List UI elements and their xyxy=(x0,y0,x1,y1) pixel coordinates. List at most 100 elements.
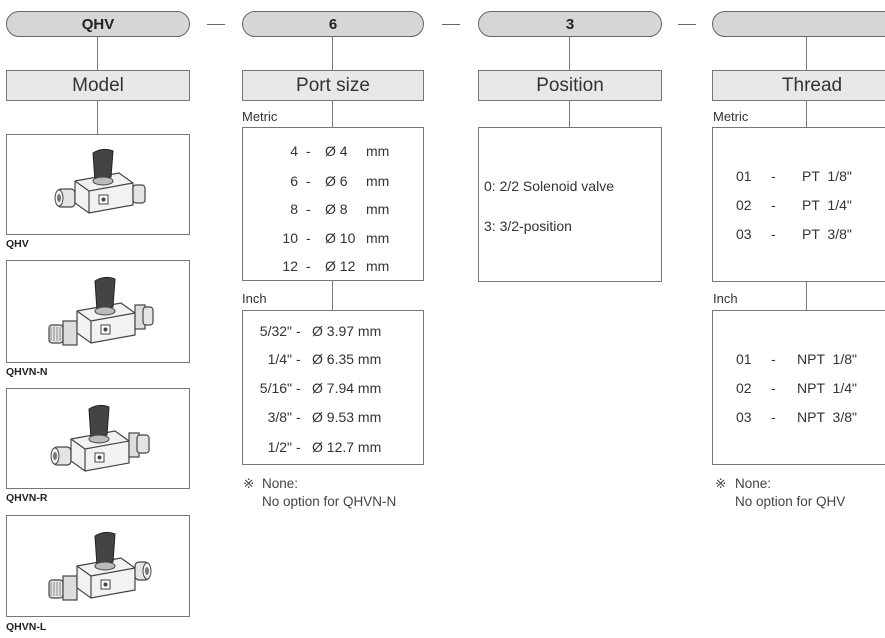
separator-dash xyxy=(207,24,225,25)
model-caption: QHV xyxy=(6,238,29,250)
thread-inch-box xyxy=(712,310,885,465)
code-model: QHV xyxy=(81,15,115,33)
code-port-size: 6 xyxy=(328,15,338,33)
valve-male-left-icon xyxy=(48,531,152,601)
connector-line xyxy=(806,37,807,70)
port-metric-code: 12 xyxy=(282,258,298,274)
port-metric-unit: mm xyxy=(366,173,390,189)
thread-metric-label: Metric xyxy=(713,109,749,124)
port-inch-value: Ø 6.35 mm xyxy=(312,351,382,367)
thread-inch-code: 03 xyxy=(736,409,752,425)
connector-line xyxy=(97,37,98,70)
thread-metric-sep: - xyxy=(771,168,776,184)
thread-metric-sep: - xyxy=(771,226,776,242)
thread-metric-value: PT 1/8" xyxy=(802,168,852,184)
port-inch-box xyxy=(242,310,424,465)
port-metric-value: Ø 6 xyxy=(325,173,348,189)
valve-male-right-icon xyxy=(50,404,150,472)
port-metric-sep: - xyxy=(306,143,311,159)
port-inch-code: 5/16" xyxy=(259,380,292,396)
thread-metric-value: PT 3/8" xyxy=(802,226,852,242)
connector-line xyxy=(806,101,807,127)
port-metric-value: Ø 12 xyxy=(325,258,356,274)
header-position-label: Position xyxy=(536,74,604,96)
port-inch-value: Ø 3.97 mm xyxy=(312,323,382,339)
header-port-size: Port size xyxy=(242,70,424,101)
port-note-text: No option for QHVN-N xyxy=(262,494,397,509)
header-thread-label: Thread xyxy=(781,74,843,96)
port-inch-value: Ø 9.53 mm xyxy=(312,409,382,425)
separator-dash xyxy=(442,24,460,25)
thread-metric-code: 01 xyxy=(736,168,752,184)
thread-inch-label: Inch xyxy=(713,291,738,306)
thread-metric-code: 03 xyxy=(736,226,752,242)
port-metric-code: 4 xyxy=(290,143,298,159)
thread-inch-code: 02 xyxy=(736,380,752,396)
port-metric-sep: - xyxy=(306,173,311,189)
connector-line xyxy=(569,101,570,127)
code-position: 3 xyxy=(565,15,575,33)
thread-inch-code: 01 xyxy=(736,351,752,367)
port-metric-value: Ø 4 xyxy=(325,143,348,159)
model-image-frame xyxy=(6,515,190,617)
thread-inch-sep: - xyxy=(771,380,776,396)
port-inch-sep: - xyxy=(296,380,301,396)
connector-line xyxy=(332,281,333,310)
position-box xyxy=(478,127,662,282)
port-inch-sep: - xyxy=(296,323,301,339)
thread-note-title: None: xyxy=(735,476,772,491)
thread-metric-value: PT 1/4" xyxy=(802,197,852,213)
port-note-symbol: ※ xyxy=(243,476,255,491)
port-metric-unit: mm xyxy=(366,143,390,159)
thread-inch-value: NPT 3/8" xyxy=(797,409,857,425)
thread-metric-code: 02 xyxy=(736,197,752,213)
header-model: Model xyxy=(6,70,190,101)
code-pill-port-size: 6 xyxy=(242,11,424,37)
port-metric-code: 10 xyxy=(282,230,298,246)
model-caption: QHVN-N xyxy=(6,366,48,378)
port-metric-value: Ø 8 xyxy=(325,201,348,217)
model-caption: QHVN-L xyxy=(6,621,47,633)
port-metric-code: 8 xyxy=(290,201,298,217)
thread-metric-sep: - xyxy=(771,197,776,213)
port-inch-code: 1/4" xyxy=(267,351,292,367)
port-metric-sep: - xyxy=(306,230,311,246)
code-pill-position: 3 xyxy=(478,11,662,37)
port-inch-code: 1/2" xyxy=(267,439,292,455)
port-inch-code: 3/8" xyxy=(267,409,292,425)
port-inch-sep: - xyxy=(296,409,301,425)
code-pill-thread xyxy=(712,11,885,37)
position-item: 0: 2/2 Solenoid valve xyxy=(484,178,614,194)
header-port-size-label: Port size xyxy=(296,74,370,96)
model-caption: QHVN-R xyxy=(6,492,48,504)
thread-note-text: No option for QHV xyxy=(735,494,846,509)
header-position: Position xyxy=(478,70,662,101)
port-metric-code: 6 xyxy=(290,173,298,189)
thread-inch-value: NPT 1/4" xyxy=(797,380,857,396)
port-metric-sep: - xyxy=(306,201,311,217)
header-model-label: Model xyxy=(72,74,124,96)
thread-inch-value: NPT 1/8" xyxy=(797,351,857,367)
code-pill-model: QHV xyxy=(6,11,190,37)
port-metric-label: Metric xyxy=(242,109,278,124)
port-inch-sep: - xyxy=(296,439,301,455)
model-image-frame xyxy=(6,134,190,235)
thread-metric-box xyxy=(712,127,885,282)
port-metric-box xyxy=(242,127,424,281)
model-image-frame xyxy=(6,260,190,363)
port-inch-code: 5/32" xyxy=(259,323,292,339)
connector-line xyxy=(332,101,333,127)
port-inch-label: Inch xyxy=(242,291,267,306)
port-metric-unit: mm xyxy=(366,201,390,217)
valve-straight-icon xyxy=(54,148,146,214)
port-inch-sep: - xyxy=(296,351,301,367)
connector-line xyxy=(332,37,333,70)
thread-inch-sep: - xyxy=(771,351,776,367)
port-inch-value: Ø 7.94 mm xyxy=(312,380,382,396)
model-image-frame xyxy=(6,388,190,489)
valve-male-both-icon xyxy=(48,276,154,346)
thread-note-symbol: ※ xyxy=(715,476,727,491)
connector-line xyxy=(806,282,807,310)
port-metric-unit: mm xyxy=(366,230,390,246)
connector-line xyxy=(97,101,98,134)
